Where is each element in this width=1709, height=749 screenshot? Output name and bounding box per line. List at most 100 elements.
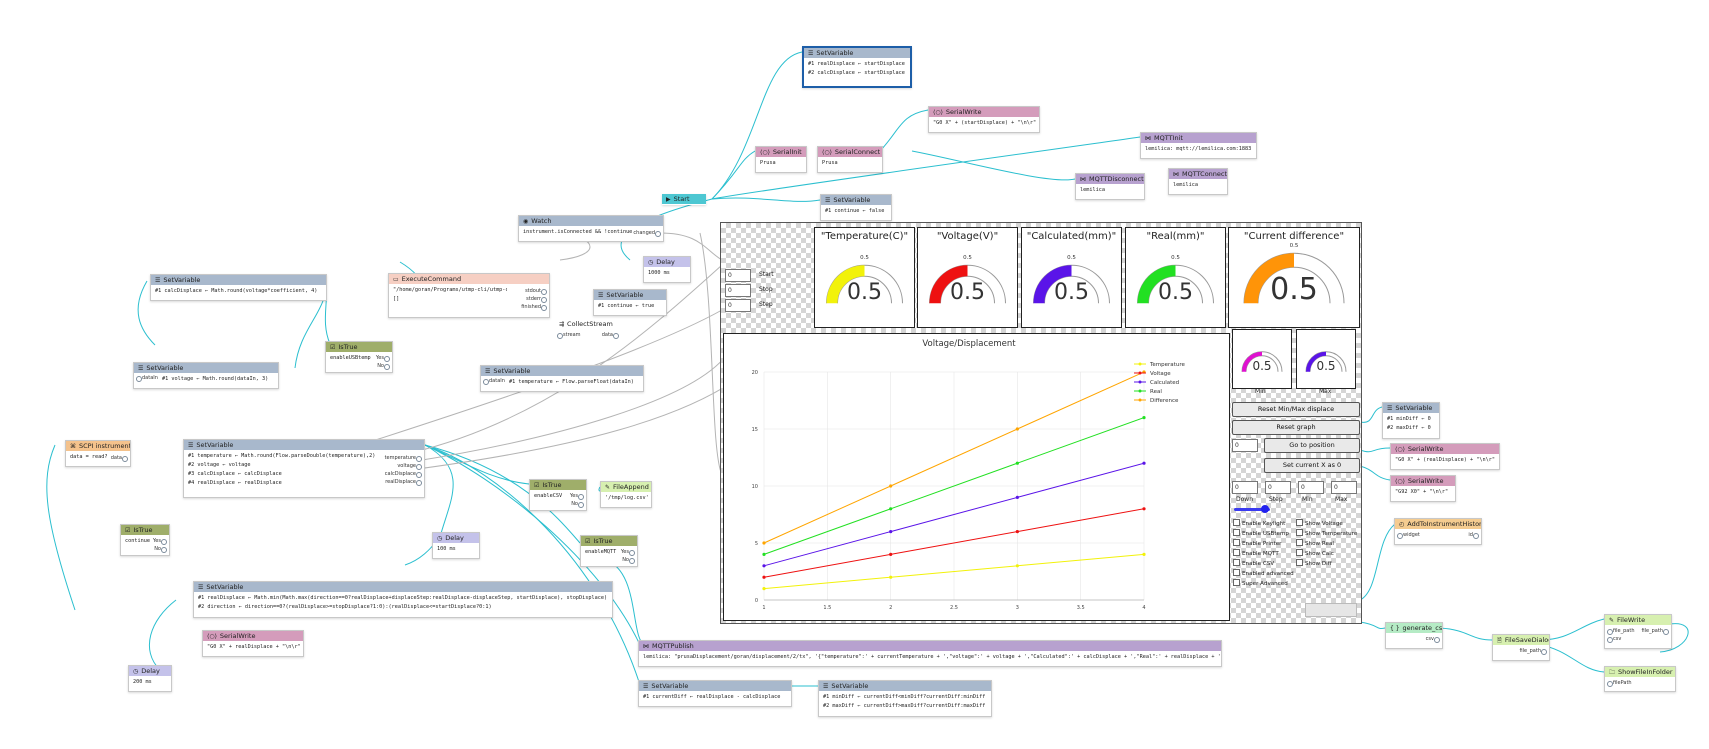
mqttpublish-node[interactable]: ⋈MQTTPublish lemilica: "prusaDisplacemen… bbox=[638, 640, 1222, 667]
scpi-instrument-node[interactable]: ⌘SCPI instrument data = read? data bbox=[65, 440, 131, 467]
serialinit-node[interactable]: ⟨○⟩SerialInit Prusa bbox=[755, 146, 807, 173]
resize-handle[interactable] bbox=[1305, 603, 1357, 617]
input-port[interactable]: file_path bbox=[1607, 627, 1634, 635]
setvariable-current-diff-node[interactable]: ☰SetVariable #1 currentDiff ← realDispla… bbox=[638, 680, 792, 707]
checkbox-option[interactable]: Show Temperature bbox=[1296, 529, 1357, 537]
checkbox-option[interactable]: Enable Printer bbox=[1233, 539, 1281, 547]
output-port[interactable]: id bbox=[1468, 531, 1479, 539]
serialwrite-set-node[interactable]: ⟨○⟩SerialWrite "G92 X0" + "\n\r" bbox=[1390, 475, 1456, 502]
output-port[interactable]: voltage bbox=[385, 462, 423, 470]
checkbox-option[interactable]: Enable USBtemp bbox=[1233, 529, 1289, 537]
fileappend-node[interactable]: ✎FileAppend '/tmp/log.csv' bbox=[600, 481, 652, 508]
checkbox-option[interactable]: Enable CSV bbox=[1233, 559, 1274, 567]
output-port[interactable]: calcDisplace bbox=[385, 470, 423, 478]
input-port[interactable]: filePath bbox=[1607, 679, 1632, 687]
reset-minmax-button[interactable]: Reset Min/Max displace bbox=[1232, 402, 1360, 417]
output-port[interactable]: No bbox=[376, 362, 391, 370]
addtoinstrumenthistory-node[interactable]: ◴AddToInstrumentHistory widget id bbox=[1394, 518, 1482, 545]
legend-label: Temperature bbox=[1149, 362, 1185, 368]
checkbox-option[interactable]: Enable Keylight bbox=[1233, 519, 1285, 527]
output-port[interactable]: Yes bbox=[376, 354, 391, 362]
setvariable-voltage-node[interactable]: ☰SetVariable #1 voltage ← Math.round(dat… bbox=[133, 362, 279, 389]
watch-node[interactable]: ◉Watch instrument.isConnected && !contin… bbox=[518, 215, 664, 242]
slider-handle[interactable] bbox=[1261, 505, 1269, 513]
mqttinit-node[interactable]: ⋈MQTTInit lemilica: mqtt://lemilica.com:… bbox=[1140, 132, 1257, 159]
setvariable-continue-true-node[interactable]: ☰SetVariable #1 continue ← true bbox=[593, 289, 667, 316]
serialwrite-start-node[interactable]: ⟨○⟩SerialWrite "G0 X" + (startDisplace) … bbox=[928, 106, 1040, 133]
output-port[interactable]: No bbox=[621, 556, 636, 564]
setvariable-real-displace-node[interactable]: ☰SetVariable #1 realDisplace ← Math.min(… bbox=[193, 581, 613, 618]
checkbox-option[interactable]: Enable MQTT bbox=[1233, 549, 1279, 557]
setvariable-minmax-node[interactable]: ☰SetVariable #1 minDiff ← currentDiff<mi… bbox=[818, 680, 992, 717]
filesavedialog-node[interactable]: 🗎FileSaveDialog file_path bbox=[1492, 634, 1550, 661]
output-port[interactable]: data bbox=[602, 331, 620, 339]
serialwrite-goto-node[interactable]: ⟨○⟩SerialWrite "G0 X" + (realDisplace) +… bbox=[1390, 443, 1500, 470]
setvariable-reset-node[interactable]: ☰SetVariable #1 minDiff ← 0#2 maxDiff ← … bbox=[1382, 402, 1440, 439]
serialwrite-real-node[interactable]: ⟨○⟩SerialWrite "G0 X" + realDisplace + "… bbox=[202, 630, 304, 657]
y-tick-label: 20 bbox=[752, 370, 758, 376]
input-port[interactable]: stream bbox=[557, 331, 581, 339]
output-port[interactable]: file_path bbox=[1642, 627, 1670, 635]
setvariable-start-displace-node[interactable]: ☰SetVariable #1 realDisplace ← startDisp… bbox=[802, 46, 912, 88]
step-input[interactable]: 0 bbox=[725, 299, 751, 312]
checkbox-option[interactable]: Super Advanced bbox=[1233, 579, 1288, 587]
checkbox-option[interactable]: Show Diff bbox=[1296, 559, 1332, 567]
stop-input[interactable]: 0 bbox=[725, 284, 751, 297]
showfileinfolder-node[interactable]: 🗀ShowFileInFolder filePath bbox=[1604, 666, 1676, 692]
input-port[interactable]: dataIn bbox=[136, 374, 158, 382]
output-port[interactable]: realDisplace bbox=[385, 478, 423, 486]
param-input-step[interactable]: 0 bbox=[1265, 481, 1291, 494]
setvariable-continue-false-node[interactable]: ☰SetVariable #1 continue ← false bbox=[820, 194, 892, 221]
checkbox-option[interactable]: Show Real bbox=[1296, 539, 1334, 547]
output-port[interactable]: Yes bbox=[153, 537, 168, 545]
start-node[interactable]: ▶Start bbox=[662, 194, 706, 205]
output-port[interactable]: finished bbox=[521, 303, 547, 311]
param-input-min[interactable]: 0 bbox=[1298, 481, 1324, 494]
goto-position-input[interactable]: 0 bbox=[1232, 439, 1258, 452]
speed-slider[interactable] bbox=[1234, 508, 1270, 511]
output-port[interactable]: No bbox=[153, 545, 168, 553]
list-icon: ☰ bbox=[643, 683, 649, 690]
input-port[interactable]: widget bbox=[1397, 531, 1420, 539]
serialconnect-node[interactable]: ⟨○⟩SerialConnect Prusa bbox=[817, 146, 883, 173]
setvariable-temperature-node[interactable]: ☰SetVariable #1 temperature ← Flow.parse… bbox=[480, 365, 644, 392]
output-port[interactable]: data bbox=[111, 454, 129, 462]
mqttconnect-node[interactable]: ⋈MQTTConnect lemilica bbox=[1168, 168, 1228, 195]
checkbox-option[interactable]: Show Calc bbox=[1296, 549, 1334, 557]
set-x-zero-button[interactable]: Set current X as 0 bbox=[1264, 458, 1360, 473]
output-port[interactable]: No bbox=[570, 500, 585, 508]
checkbox-option[interactable]: Show Voltage bbox=[1296, 519, 1343, 527]
output-port[interactable]: Yes bbox=[621, 548, 636, 556]
param-input-max[interactable]: 0 bbox=[1331, 481, 1357, 494]
output-port[interactable]: file_path bbox=[1520, 647, 1548, 655]
start-input[interactable]: 0 bbox=[725, 269, 751, 282]
output-port[interactable]: stdout bbox=[521, 287, 547, 295]
reset-graph-button[interactable]: Reset graph bbox=[1232, 420, 1360, 435]
go-to-position-button[interactable]: Go to position bbox=[1264, 438, 1360, 453]
output-port[interactable]: csv bbox=[1426, 635, 1441, 643]
clock-icon: ◷ bbox=[648, 259, 654, 266]
checkbox-option[interactable]: Enabled advanced bbox=[1233, 569, 1294, 577]
mqttdisconnect-node[interactable]: ⋈MQTTDisconnect lemilica bbox=[1075, 173, 1145, 200]
param-input-down[interactable]: 0 bbox=[1232, 481, 1258, 494]
output-port[interactable]: stderr bbox=[521, 295, 547, 303]
input-port[interactable]: csv bbox=[1607, 635, 1634, 643]
delay-1000-node[interactable]: ◷Delay 1000 ms bbox=[643, 256, 691, 283]
setvariable-main-node[interactable]: ☰SetVariable #1 temperature ← Math.round… bbox=[183, 439, 425, 498]
collectstream-node[interactable]: ⇶CollectStream stream data bbox=[555, 319, 621, 341]
setvariable-calc-node[interactable]: ☰SetVariable #1 calcDisplace ← Math.roun… bbox=[150, 274, 327, 301]
delay-200-node[interactable]: ◷Delay 200 ms bbox=[128, 665, 172, 692]
output-port[interactable]: temperature bbox=[385, 454, 423, 462]
output-port[interactable]: changed bbox=[633, 229, 661, 237]
input-port[interactable]: dataIn bbox=[483, 377, 505, 385]
output-port[interactable]: Yes bbox=[570, 492, 585, 500]
generate-csv-node[interactable]: { }generate_csv csv bbox=[1385, 622, 1443, 649]
executecommand-node[interactable]: ▭ExecuteCommand "/home/goran/Programs/ut… bbox=[388, 273, 550, 318]
delay-100-node[interactable]: ◷Delay 100 ms bbox=[432, 532, 480, 559]
